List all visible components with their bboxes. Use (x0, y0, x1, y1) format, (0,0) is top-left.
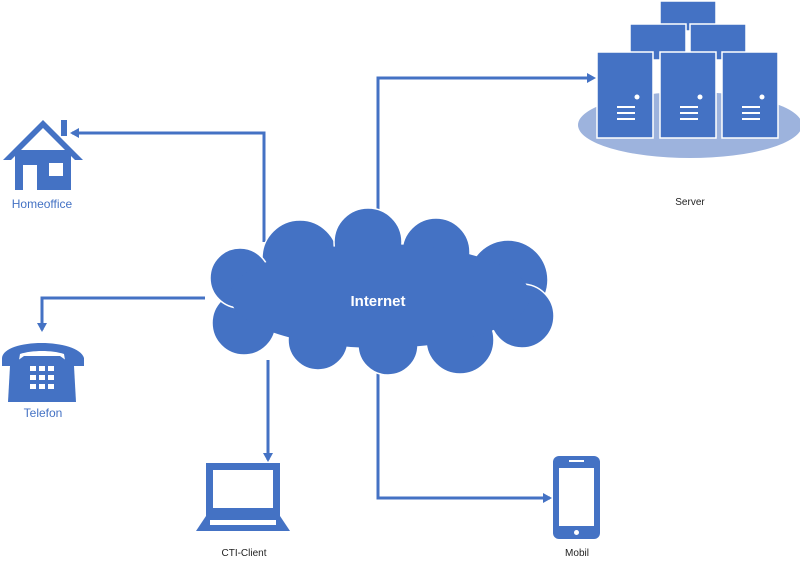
edge-cloud-telefon (37, 296, 205, 332)
server-unit (659, 51, 717, 139)
phone-icon (2, 343, 84, 402)
edge-server-cloud (373, 73, 596, 227)
server-unit (721, 51, 779, 139)
edge-cloud-homeoffice (70, 128, 266, 242)
edge-cloud-mobil (376, 368, 552, 503)
smartphone-icon (553, 456, 600, 539)
laptop-icon (196, 463, 290, 531)
server-cluster-icon (578, 0, 800, 158)
cti-client-label: CTI-Client (221, 548, 266, 559)
telefon-label: Telefon (24, 406, 63, 420)
house-icon (3, 120, 83, 190)
homeoffice-label: Homeoffice (12, 197, 73, 211)
server-label: Server (675, 197, 705, 208)
internet-cloud: Internet (209, 207, 555, 376)
server-unit (596, 51, 654, 139)
mobil-label: Mobil (565, 548, 589, 559)
cloud-label: Internet (350, 293, 405, 310)
